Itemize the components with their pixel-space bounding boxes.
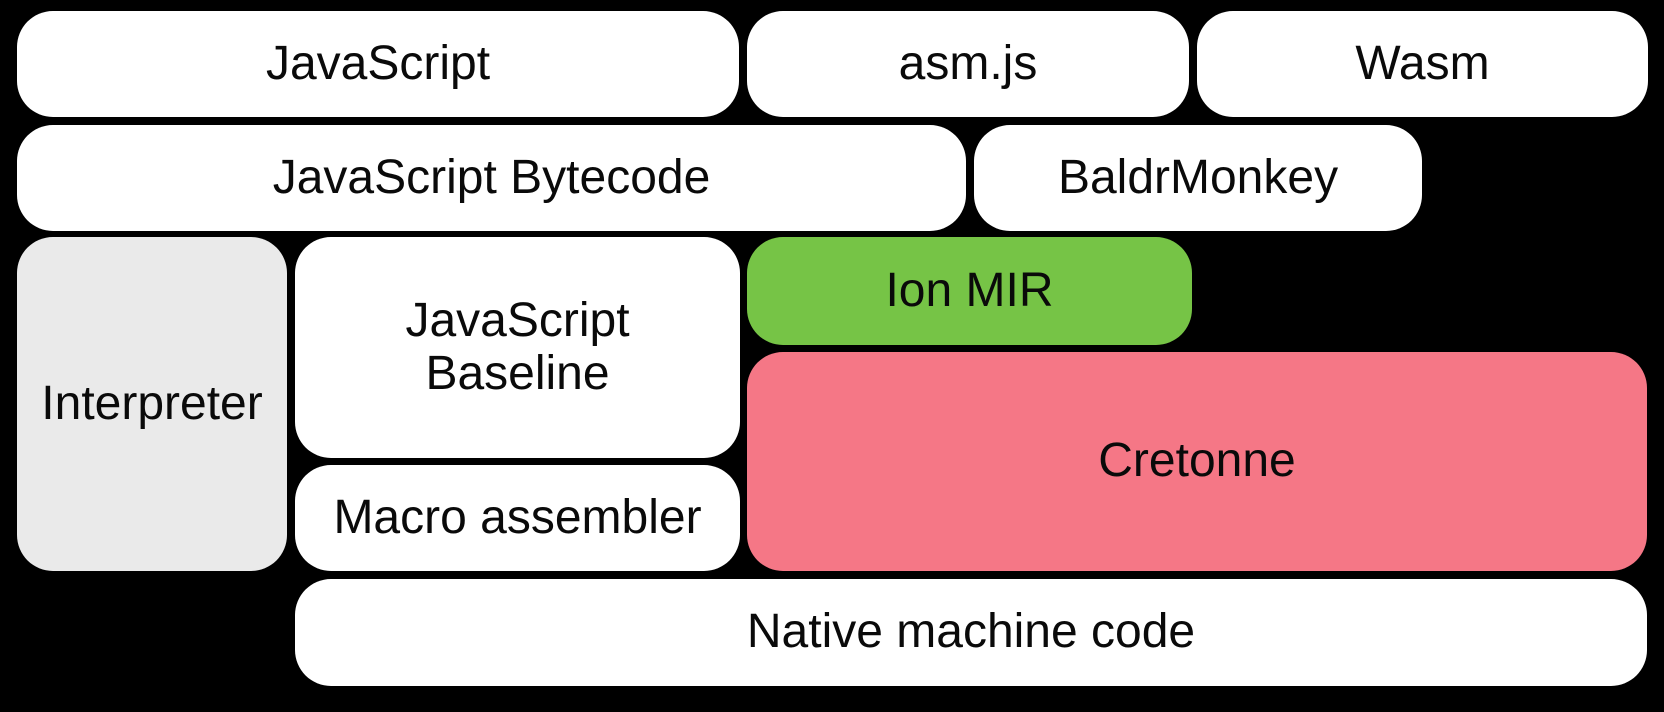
box-label: JavaScript Baseline xyxy=(405,293,630,400)
box-label: Ion MIR xyxy=(885,263,1054,317)
box-label: Interpreter xyxy=(41,376,263,430)
box-cretonne: Cretonne xyxy=(747,352,1647,571)
box-javascript-baseline: JavaScript Baseline xyxy=(295,237,740,458)
box-macro-assembler: Macro assembler xyxy=(295,465,740,571)
box-interpreter: Interpreter xyxy=(17,237,287,571)
box-label: BaldrMonkey xyxy=(1057,150,1339,204)
box-asmjs: asm.js xyxy=(747,11,1189,117)
box-label: Macro assembler xyxy=(333,490,702,544)
box-label: JavaScript xyxy=(265,36,491,90)
box-label: asm.js xyxy=(898,36,1038,90)
box-wasm: Wasm xyxy=(1197,11,1648,117)
box-native-machine-code: Native machine code xyxy=(295,579,1647,686)
box-label: Cretonne xyxy=(1098,434,1296,488)
box-javascript-bytecode: JavaScript Bytecode xyxy=(17,125,966,231)
box-label: Wasm xyxy=(1355,36,1490,90)
box-label: JavaScript Bytecode xyxy=(272,150,711,204)
box-ion-mir: Ion MIR xyxy=(747,237,1192,345)
box-baldrmonkey: BaldrMonkey xyxy=(974,125,1422,231)
box-javascript: JavaScript xyxy=(17,11,739,117)
box-label: Native machine code xyxy=(746,605,1196,659)
